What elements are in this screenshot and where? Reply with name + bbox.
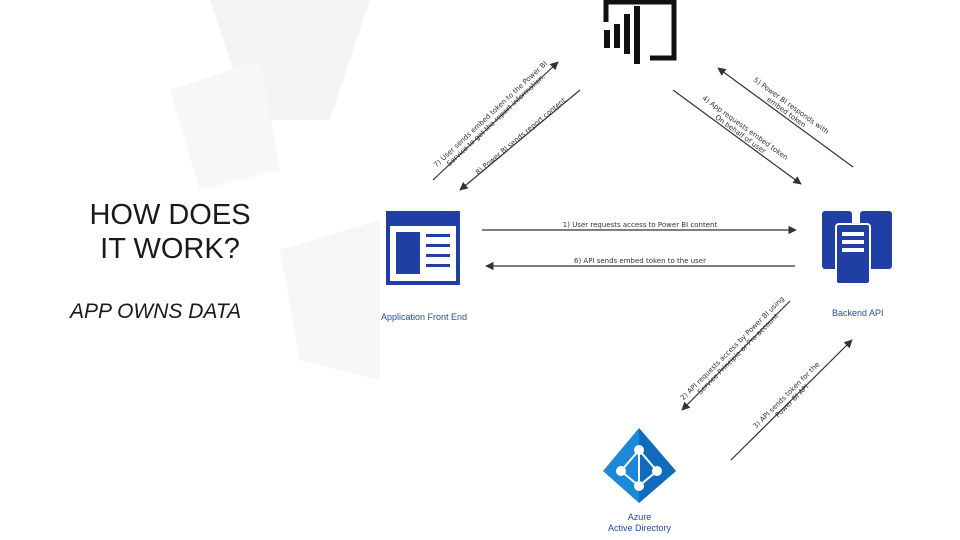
step-1-label: 1) User requests access to Power BI cont… [563,221,718,229]
arrow-step-2 [681,300,791,411]
server-icon [822,211,892,285]
arrow-step-5 [717,67,854,168]
step-7-label-line1: 7) User sends embed token to the Power B… [432,60,549,169]
azure-active-directory-icon [603,428,676,503]
arrow-step-4 [672,89,802,185]
backend-label: Backend API [832,308,884,318]
step-6-label: 6) API sends embed token to the user [574,257,706,265]
aad-label-line2: Active Directory [607,523,671,533]
step-3-label-line1: 3) API sends token for the [752,361,822,431]
step-8-label: 8) Power BI sends report content [474,96,567,176]
step-2-label-line1: 2) API requests access by Power BI using [679,295,786,402]
slide-subtitle: APP OWNS DATA [70,300,242,323]
power-bi-icon [603,0,677,64]
application-window-icon [386,211,460,285]
arrow-step-3 [730,339,853,461]
arrow-step-7 [432,61,559,181]
aad-label-line1: Azure [627,512,652,522]
step-2-label-line2: Service Principle or Pro account [696,312,780,396]
arrow-step-8 [459,89,581,191]
slide-title: HOW DOES IT WORK? [89,199,251,265]
step-5-label-line1: 5) Power BI responds with [752,76,830,136]
frontend-label: Application Front End [381,312,468,322]
